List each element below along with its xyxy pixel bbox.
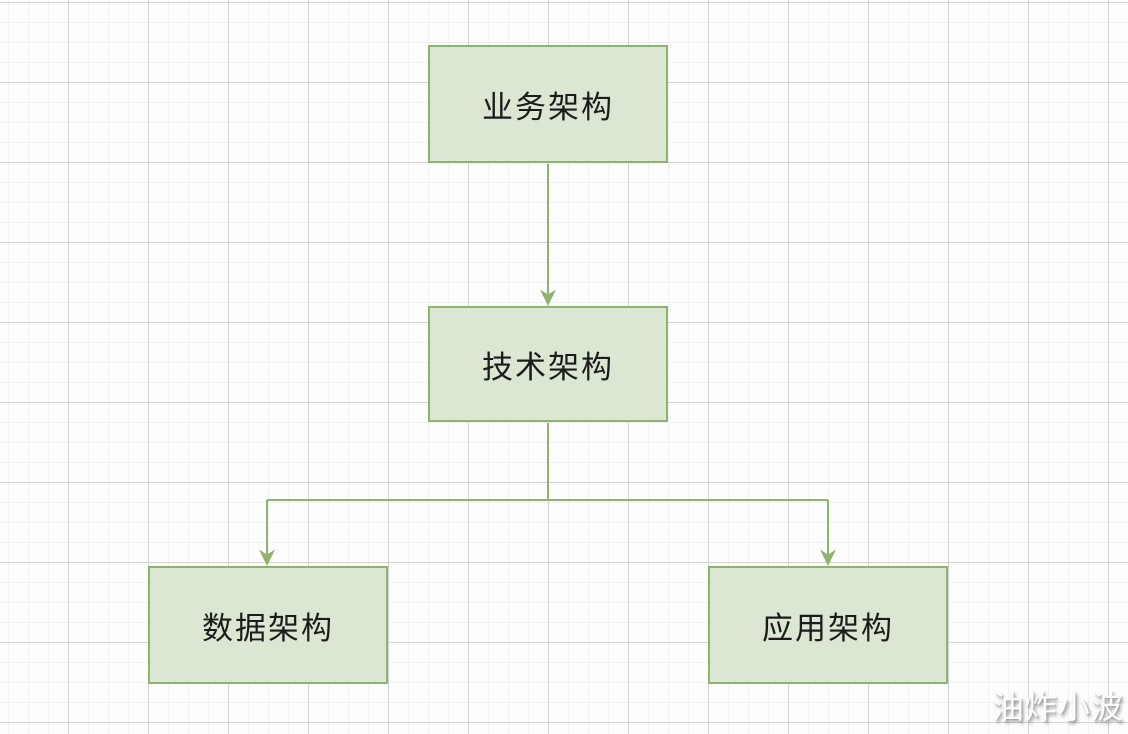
arrowhead-into-technology-icon (540, 289, 556, 306)
node-application-architecture-label: 应用架构 (762, 610, 894, 646)
arrowhead-into-data-icon (259, 549, 275, 566)
node-technology-architecture: 技术架构 (428, 306, 668, 422)
node-data-architecture: 数据架构 (148, 566, 388, 684)
watermark-text: 油炸小波 (991, 689, 1124, 725)
node-technology-architecture-label: 技术架构 (482, 349, 614, 385)
node-business-architecture-label: 业务架构 (482, 89, 614, 125)
node-application-architecture: 应用架构 (708, 566, 948, 684)
arrowhead-into-application-icon (820, 549, 836, 566)
node-business-architecture: 业务架构 (428, 45, 668, 163)
node-data-architecture-label: 数据架构 (202, 610, 334, 646)
connector-technology-branch (266, 423, 829, 555)
